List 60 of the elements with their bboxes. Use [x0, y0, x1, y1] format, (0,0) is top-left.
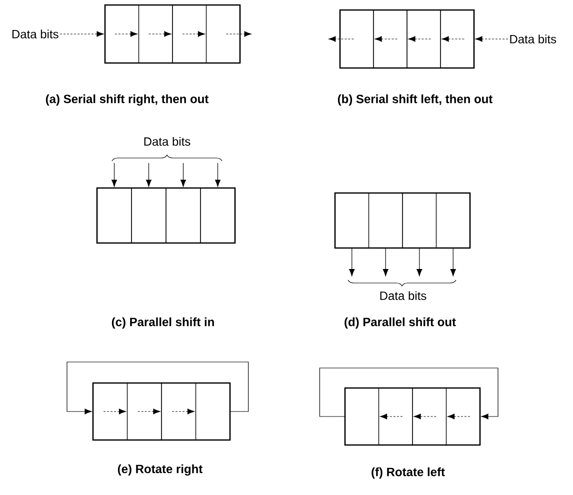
arrow: [146, 162, 152, 187]
register-cell: [161, 382, 196, 440]
arrow: [138, 408, 160, 414]
arrow: [448, 414, 470, 420]
register-cell: [206, 4, 240, 64]
panel-caption: (c) Parallel shift in: [112, 317, 214, 329]
register-cell: [195, 382, 230, 440]
arrow: [60, 31, 104, 37]
text-label: Data bits: [510, 34, 556, 44]
arrow: [66, 362, 249, 414]
register-cell: [373, 10, 408, 68]
panel-caption: (a) Serial shift right, then out: [46, 94, 209, 106]
register-cell: [440, 10, 474, 68]
panel-caption: (d) Parallel shift out: [344, 317, 456, 329]
panel-caption: (b) Serial shift left, then out: [338, 94, 493, 106]
arrow: [114, 31, 138, 37]
register-cell: [368, 192, 403, 248]
register-cell: [166, 188, 201, 244]
arrow: [442, 36, 464, 42]
arrow: [414, 414, 436, 420]
arrow: [374, 36, 398, 42]
arrow: [475, 36, 508, 42]
register-cell: [406, 10, 441, 68]
register-cell: [200, 188, 236, 244]
arrow: [328, 36, 354, 42]
arrow: [111, 162, 118, 187]
register-cell: [436, 192, 470, 248]
register-cell: [340, 10, 374, 68]
arrow: [180, 162, 186, 187]
register-cell: [96, 188, 132, 244]
panel-caption: (e) Rotate right: [118, 464, 202, 476]
register-cell: [131, 188, 166, 244]
register-cell: [402, 192, 437, 248]
arrow: [319, 368, 498, 420]
register-cell: [138, 4, 173, 64]
register-cell: [334, 192, 370, 248]
register-cell: [378, 388, 413, 446]
register-cell: [104, 4, 140, 64]
text-label: Data bits: [12, 30, 58, 38]
arrow: [226, 31, 252, 37]
register-cell: [172, 4, 207, 64]
arrow: [450, 248, 456, 276]
arrow: [103, 408, 126, 414]
arrow: [408, 36, 431, 42]
arrow: [172, 408, 195, 414]
register-cell: [126, 382, 162, 440]
arrow: [148, 31, 172, 37]
register-cell: [344, 388, 380, 446]
register-cell: [412, 388, 447, 446]
register-cell: [446, 388, 480, 446]
text-label: Data bits: [144, 137, 190, 146]
arrow: [214, 162, 221, 187]
register-cell: [92, 382, 128, 440]
arrow: [380, 414, 403, 420]
arrow: [382, 248, 388, 276]
arrow: [416, 248, 422, 276]
text-label: Data bits: [380, 291, 426, 300]
arrow: [182, 31, 206, 37]
arrow: [349, 248, 355, 276]
panel-caption: (f) Rotate left: [372, 467, 445, 479]
